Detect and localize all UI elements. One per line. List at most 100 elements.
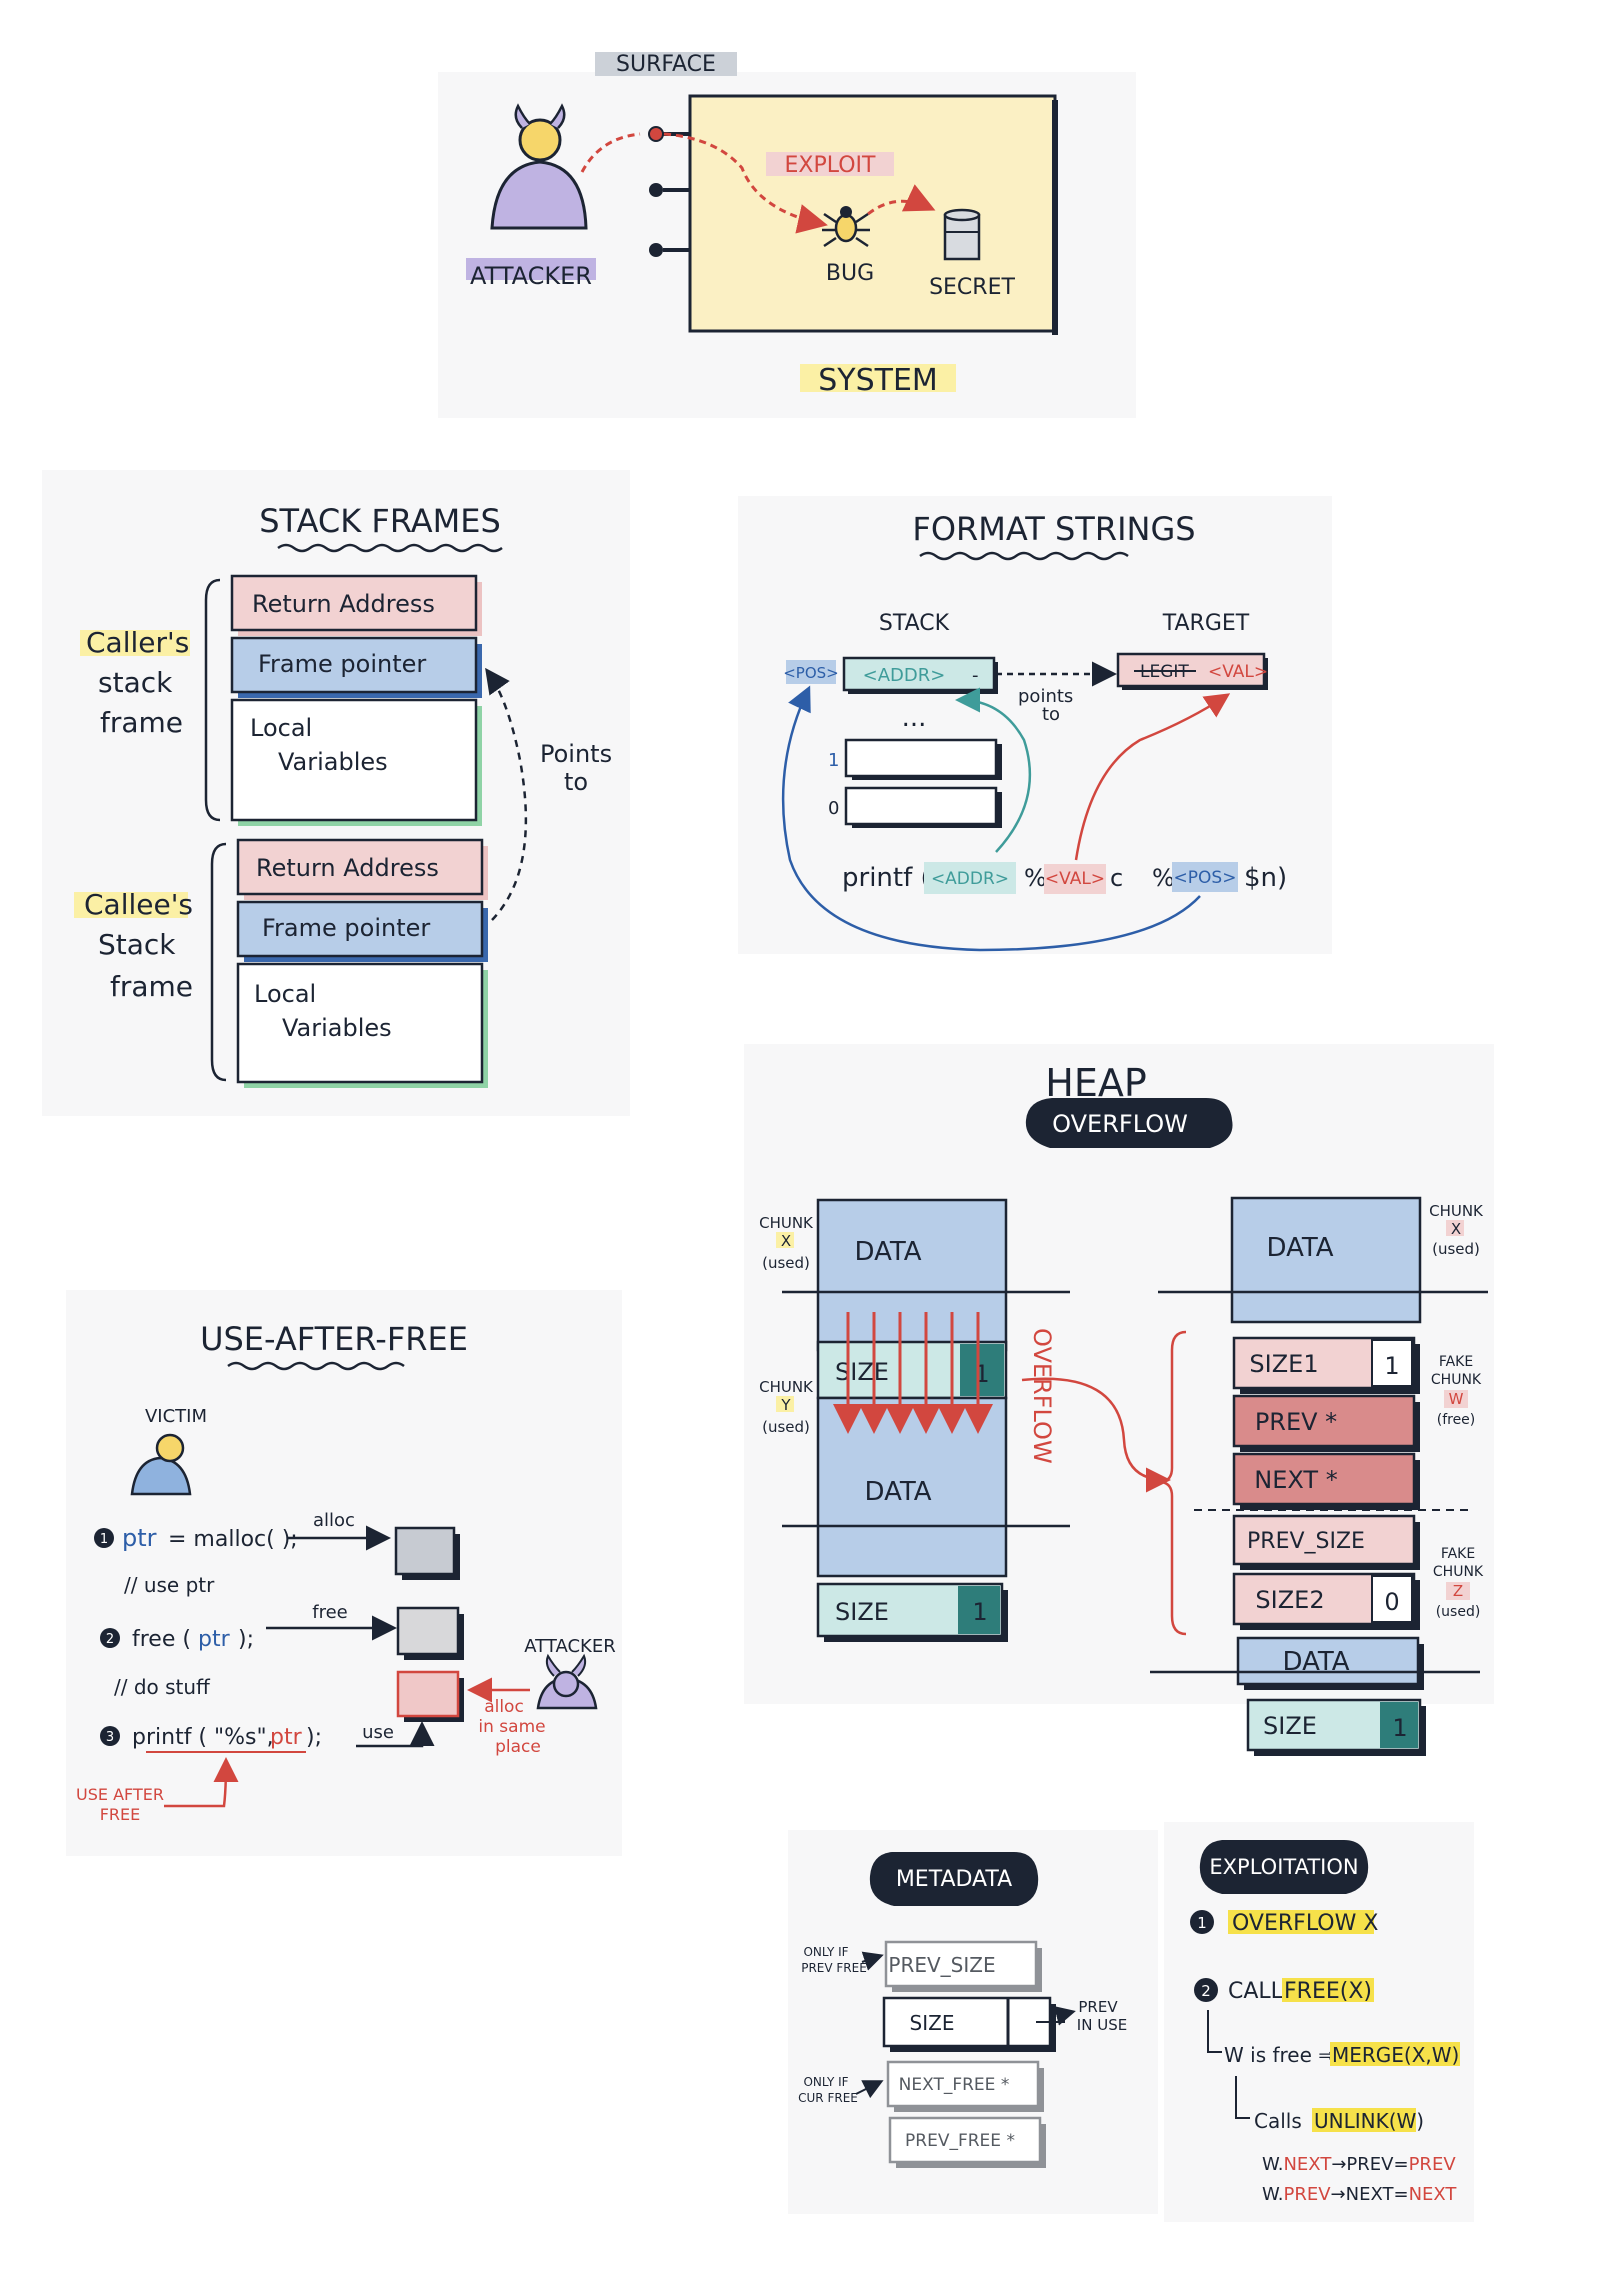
svg-text:1: 1: [972, 1598, 987, 1626]
svg-text:1: 1: [1384, 1352, 1399, 1380]
svg-text:Return Address: Return Address: [252, 590, 435, 618]
printf-c: c: [1110, 864, 1123, 892]
chunk-x-right-3: (used): [1432, 1240, 1480, 1258]
size2-cell: SIZE2 0: [1232, 1572, 1420, 1630]
uaf-attacker-icon: [536, 1653, 598, 1710]
uaf-step3-b: );: [306, 1725, 322, 1750]
right-size-cell: SIZE 1: [1246, 1698, 1426, 1756]
heap-badge: OVERFLOW: [1052, 1110, 1188, 1138]
printf-pct1: %: [1024, 864, 1047, 892]
only-if-prev-free-2: PREV FREE: [801, 1961, 867, 1975]
caller-label-2: stack: [98, 666, 173, 699]
fake-chunk-w-1: FAKE: [1439, 1354, 1473, 1370]
alloc-same-2: in same: [478, 1717, 545, 1737]
index-0: 0: [828, 798, 839, 819]
svg-text:NEXT *: NEXT *: [1254, 1466, 1337, 1494]
next-ptr-cell: NEXT *: [1232, 1452, 1420, 1510]
svg-text:Variables: Variables: [282, 1014, 392, 1042]
prev-size-cell: PREV_SIZE: [1232, 1514, 1420, 1570]
chunk-x-right-2: X: [1451, 1220, 1461, 1238]
metadata-title: METADATA: [896, 1867, 1012, 1892]
use-after-free-1: USE AFTER: [76, 1785, 164, 1804]
dots: ...: [902, 703, 927, 733]
index-1: 1: [828, 750, 839, 771]
fake-chunk-w-3: W: [1449, 1390, 1464, 1408]
uaf-attacker-label: ATTACKER: [524, 1636, 615, 1657]
format-strings-title: FORMAT STRINGS: [912, 510, 1195, 548]
addr-cell: <ADDR>: [863, 665, 946, 686]
prev-in-use-2: IN USE: [1077, 2016, 1127, 2034]
callee-label-3: frame: [110, 970, 193, 1003]
caller-frame-pointer: Frame pointer: [230, 636, 482, 698]
prev-ptr-cell: PREV *: [1232, 1394, 1420, 1452]
printf-prefix: printf (: [842, 863, 931, 893]
uaf-step1-num: 1: [100, 1532, 108, 1547]
uaf-comment1: // use ptr: [124, 1573, 215, 1597]
svg-text:SIZE1: SIZE1: [1249, 1350, 1318, 1378]
uaf-step2-num: 2: [106, 1632, 114, 1647]
alloc-same-3: place: [495, 1737, 541, 1757]
left-size-cell-next: SIZE 1: [816, 1582, 1008, 1642]
size1-cell: SIZE1 1: [1232, 1336, 1420, 1394]
meta-size: SIZE: [882, 1996, 1056, 2052]
addr-dash: -: [972, 665, 979, 686]
svg-text:0: 0: [1384, 1588, 1399, 1616]
svg-text:DATA: DATA: [855, 1237, 922, 1267]
caller-return-address: Return Address: [230, 574, 482, 636]
uaf-panel: [66, 1290, 622, 1856]
svg-text:PREV_FREE *: PREV_FREE *: [905, 2131, 1015, 2151]
only-if-cur-free-1: ONLY IF: [803, 2075, 848, 2089]
target-label: TARGET: [1162, 611, 1250, 636]
caller-local-variables: Local Variables: [230, 698, 482, 826]
exp-line4-b: UNLINK(W): [1314, 2109, 1424, 2133]
surface-port-2: [649, 183, 663, 197]
svg-text:PREV_SIZE: PREV_SIZE: [888, 1953, 995, 1977]
svg-text:SIZE2: SIZE2: [1255, 1586, 1324, 1614]
attacker-label: ATTACKER: [470, 262, 592, 290]
exp-line3-b: MERGE(X,W): [1332, 2043, 1459, 2067]
printf-pos: <POS>: [1174, 868, 1237, 888]
stack-frames-title: STACK FRAMES: [259, 502, 501, 540]
svg-text:DATA: DATA: [1267, 1233, 1334, 1263]
val-text: <VAL>: [1208, 662, 1268, 682]
alloc-same-1: alloc: [484, 1697, 524, 1717]
exp-line4-a: Calls: [1254, 2109, 1302, 2133]
svg-text:Local: Local: [250, 714, 312, 742]
printf-pct2: %: [1152, 864, 1175, 892]
fake-chunk-w-4: (free): [1437, 1412, 1476, 1428]
svg-text:SIZE: SIZE: [835, 1358, 889, 1386]
fs-points-to-1: points: [1018, 686, 1073, 707]
meta-prev-size: PREV_SIZE: [884, 1940, 1042, 1992]
uaf-comment2: // do stuff: [114, 1675, 211, 1699]
chunk-x-left-1: CHUNK: [759, 1214, 814, 1232]
overflow-arrows: [833, 1312, 993, 1434]
svg-text:SIZE: SIZE: [910, 2011, 955, 2035]
exp-step2-num: 2: [1201, 1982, 1211, 2000]
svg-text:Frame pointer: Frame pointer: [262, 914, 430, 942]
alloc-label: alloc: [313, 1510, 355, 1531]
points-to-label-1: Points: [540, 740, 612, 768]
chunk-x-right-1: CHUNK: [1429, 1202, 1484, 1220]
exp-step1: OVERFLOW X: [1232, 1911, 1378, 1936]
chunk-y-left-1: CHUNK: [759, 1378, 814, 1396]
uaf-title: USE-AFTER-FREE: [200, 1320, 468, 1358]
callee-return-address: Return Address: [236, 838, 488, 900]
svg-text:Return Address: Return Address: [256, 854, 439, 882]
fake-chunk-z-3: Z: [1453, 1582, 1463, 1600]
points-to-label-2: to: [564, 768, 588, 796]
svg-text:SIZE: SIZE: [835, 1598, 889, 1626]
heap-title: HEAP: [1045, 1061, 1147, 1105]
uaf-step2-b: );: [238, 1627, 254, 1652]
callee-local-variables: Local Variables: [236, 962, 488, 1088]
database-icon: [943, 208, 981, 261]
bug-label: BUG: [826, 261, 874, 286]
caller-label-3: frame: [100, 706, 183, 739]
meta-prev-free: PREV_FREE *: [888, 2116, 1046, 2168]
secret-label: SECRET: [929, 275, 1015, 300]
only-if-cur-free-2: CUR FREE: [798, 2091, 858, 2105]
